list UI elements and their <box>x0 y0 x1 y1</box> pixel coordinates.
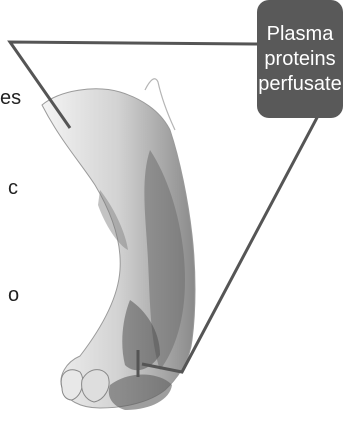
box-label-line-3: perfusate <box>258 72 341 97</box>
box-label-line-2: proteins <box>264 47 335 72</box>
cropped-label-fragment-es: es <box>0 88 21 108</box>
plasma-proteins-perfusate-box: Plasma proteins perfusate <box>257 0 343 118</box>
leg-illustration <box>42 79 195 410</box>
cropped-label-fragment-c: c <box>8 178 18 198</box>
cropped-label-fragment-o: o <box>8 285 19 305</box>
box-label-line-1: Plasma <box>267 22 334 47</box>
